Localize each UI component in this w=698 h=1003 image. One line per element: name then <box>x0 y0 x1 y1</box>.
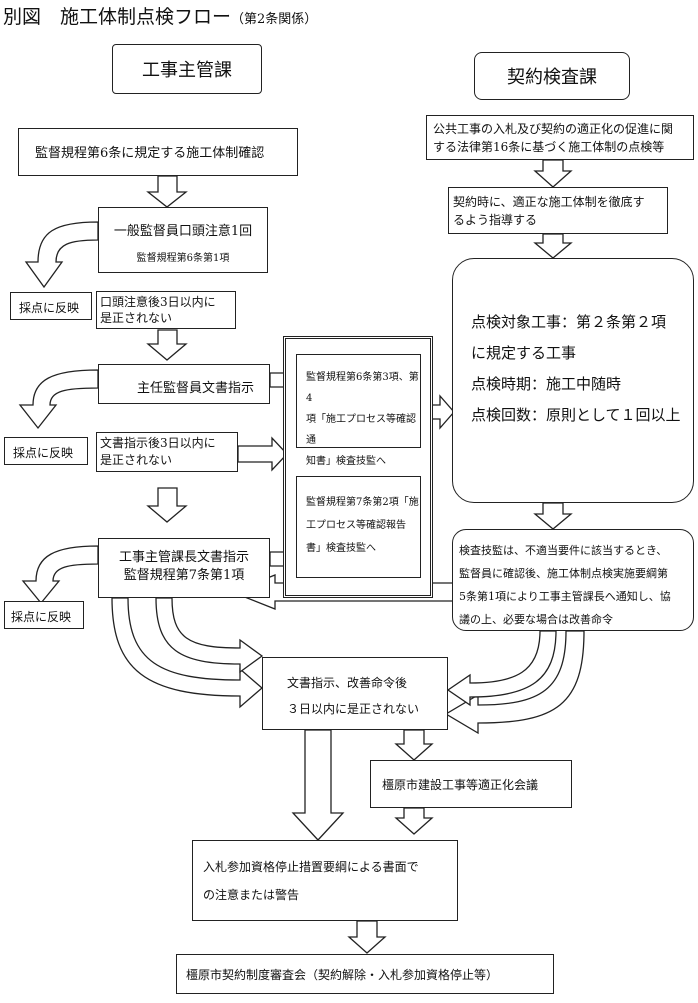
chief-line4: 議の上、必要な場合は改善命令 <box>459 613 613 626</box>
curve-arrow-score2 <box>18 369 99 430</box>
step1-box: 一般監督員口頭注意1回 監督規程第6条第1項 <box>98 207 268 273</box>
curve-arrow-left-1 <box>111 597 263 709</box>
condition-2-line1: 文書指示後3日以内に <box>100 436 216 450</box>
order-line2: ３日以内に是正されない <box>287 702 420 716</box>
inspection-line2: に規定する工事 <box>471 344 577 362</box>
score-box-3: 採点に反映 <box>4 601 84 629</box>
confirm-text: 監督規程第6条に規定する施工体制確認 <box>35 146 265 161</box>
order-box: 文書指示、改善命令後 ３日以内に是正されない <box>262 657 448 730</box>
guidance-line2: るよう指導する <box>453 213 538 227</box>
curve-arrow-right-to-order <box>444 630 585 735</box>
header-contract-dept-label: 契約検査課 <box>507 67 597 88</box>
curve-arrow-right-to-order-2 <box>446 630 557 707</box>
inspection-box: 点検対象工事：第２条第２項 に規定する工事 点検時期：施工中随時 点検回数：原則… <box>452 258 694 503</box>
report-1-line3: 知書」検査技監へ <box>306 456 386 467</box>
report-1-line1: 監督規程第6条第3項、第4 <box>306 372 419 404</box>
page-title-main: 別図 施工体制点検フロー <box>3 6 232 28</box>
report-1-line2: 項「施工プロセス等確認通 <box>306 414 416 446</box>
inspection-line1: 点検対象工事：第２条第２項 <box>471 313 667 331</box>
chief-line3: 5条第1項により工事主管課長へ通知し、協 <box>459 590 671 603</box>
guidance-box: 契約時に、適正な施工体制を徹底す るよう指導する <box>448 187 668 234</box>
report-2-line2: 工プロセス等確認報告 <box>306 520 406 531</box>
confirm-box: 監督規程第6条に規定する施工体制確認 <box>18 128 298 176</box>
condition-box-1: 口頭注意後3日以内に 是正されない <box>96 291 236 329</box>
warning-line2: の注意または警告 <box>203 888 300 902</box>
score-box-3-label: 採点に反映 <box>11 610 72 624</box>
down-arrow-r3 <box>533 502 573 530</box>
condition-box-2: 文書指示後3日以内に 是正されない <box>96 432 238 472</box>
down-arrow-3 <box>146 487 188 523</box>
chief-line2: 監督員に確認後、施工体制点検実施要綱第 <box>459 567 668 580</box>
curve-arrow-left-2 <box>155 597 264 674</box>
step3-box: 工事主管課長文書指示 監督規程第7条第1項 <box>98 538 270 598</box>
warning-line1: 入札参加資格停止措置要綱による書面で <box>203 860 419 874</box>
condition-1-line1: 口頭注意後3日以内に <box>100 295 216 309</box>
score-box-1-label: 採点に反映 <box>19 301 80 315</box>
curve-arrow-score1 <box>24 221 99 289</box>
score-box-2-label: 採点に反映 <box>13 446 74 460</box>
order-line1: 文書指示、改善命令後 <box>287 676 408 690</box>
down-arrow-council-warn <box>394 807 434 835</box>
condition-1-line2: 是正されない <box>100 311 173 325</box>
right-arrow-2 <box>237 436 288 472</box>
chief-line1: 検査技監は、不適当要件に該当するとき、 <box>459 544 668 557</box>
down-arrow-1 <box>146 175 188 208</box>
curve-arrow-score3 <box>21 545 99 605</box>
down-arrow-r1 <box>533 159 573 188</box>
step1-line2: 監督規程第6条第1項 <box>136 253 230 264</box>
page-title-sub: （第2条関係） <box>231 12 318 27</box>
law-line2: する法律第16条に基づく施工体制の点検等 <box>433 140 665 154</box>
down-arrow-2 <box>146 329 188 361</box>
report-2-line3: 書」検査技監へ <box>306 543 376 554</box>
header-construction-dept: 工事主管課 <box>112 44 262 94</box>
down-arrow-warn-final <box>347 920 387 954</box>
header-construction-dept-label: 工事主管課 <box>142 60 232 81</box>
page-title: 別図 施工体制点検フロー（第2条関係） <box>3 2 317 29</box>
guidance-line1: 契約時に、適正な施工体制を徹底す <box>453 195 645 209</box>
score-box-1: 採点に反映 <box>10 292 92 320</box>
report-box-1: 監督規程第6条第3項、第4 項「施工プロセス等確認通 知書」検査技監へ <box>296 354 421 467</box>
step3-line2: 監督規程第7条第1項 <box>123 568 245 583</box>
down-arrow-order-council <box>394 729 434 761</box>
step2-text: 主任監督員文書指示 <box>137 381 255 396</box>
condition-2-line2: 是正されない <box>100 453 173 467</box>
final-text: 橿原市契約制度審査会（契約解除・入札参加資格停止等） <box>186 968 499 982</box>
step2-box: 主任監督員文書指示 <box>98 364 270 404</box>
inspection-line4: 点検回数：原則として１回以上 <box>471 406 681 424</box>
step1-line1: 一般監督員口頭注意1回 <box>113 224 253 239</box>
header-contract-dept: 契約検査課 <box>474 52 630 100</box>
law-line1: 公共工事の入札及び契約の適正化の促進に関 <box>433 122 674 136</box>
law-box: 公共工事の入札及び契約の適正化の促進に関 する法律第16条に基づく施工体制の点検… <box>426 115 694 160</box>
report-2-line1: 監督規程第7条第2項「施 <box>306 497 419 508</box>
score-box-2: 採点に反映 <box>4 437 88 465</box>
down-arrow-order-warn <box>291 729 345 841</box>
inspection-line3: 点検時期：施工中随時 <box>471 375 622 393</box>
final-box: 橿原市契約制度審査会（契約解除・入札参加資格停止等） <box>176 954 554 994</box>
right-arrow-4 <box>429 394 455 430</box>
report-box-2: 監督規程第7条第2項「施 工プロセス等確認報告 書」検査技監へ <box>296 476 421 578</box>
chief-inspector-box: 検査技監は、不適当要件に該当するとき、 監督員に確認後、施工体制点検実施要綱第 … <box>452 529 694 631</box>
down-arrow-r2 <box>533 233 573 259</box>
warning-box: 入札参加資格停止措置要綱による書面で の注意または警告 <box>192 840 458 921</box>
council-box: 橿原市建設工事等適正化会議 <box>370 760 572 808</box>
step3-line1: 工事主管課長文書指示 <box>118 550 249 565</box>
council-text: 橿原市建設工事等適正化会議 <box>382 778 539 792</box>
